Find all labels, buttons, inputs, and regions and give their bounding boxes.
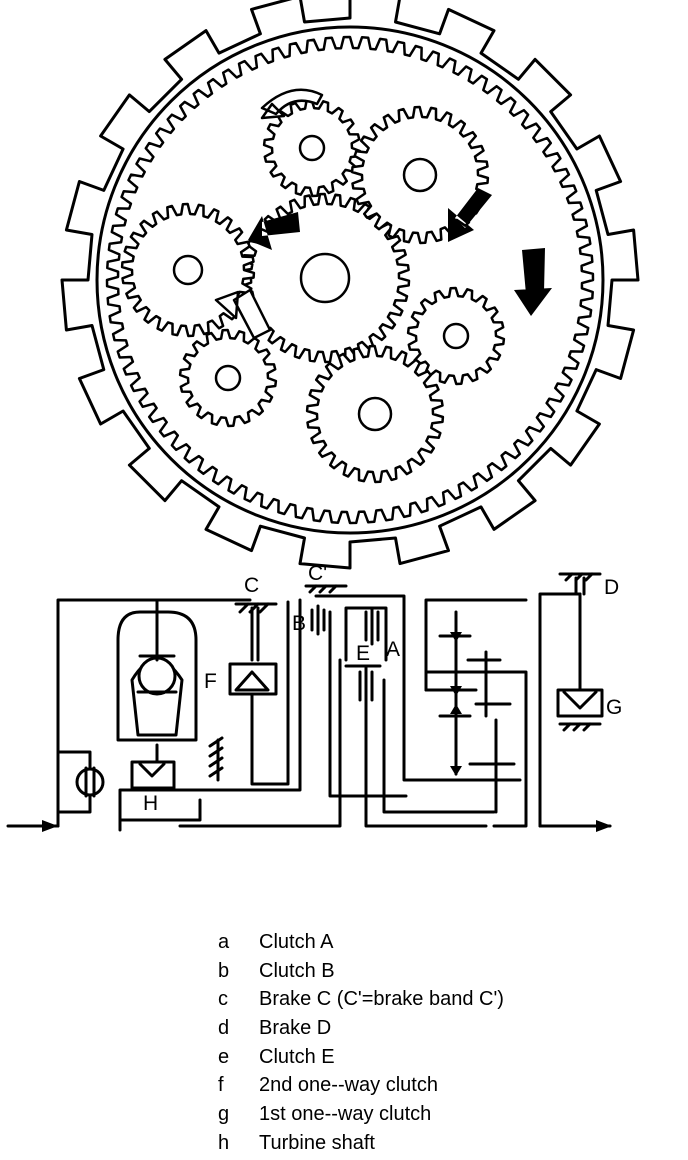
gear-hub	[298, 134, 326, 162]
one-way-clutch-icon	[562, 690, 598, 710]
legend-key: a	[218, 930, 230, 953]
legend-text: Clutch A	[259, 930, 334, 953]
legend-key: f	[218, 1074, 224, 1097]
planet-gear	[262, 98, 362, 198]
brake-ground-icon	[308, 584, 338, 594]
brake-ground-icon	[208, 736, 224, 782]
outer-toothed-ring	[60, 0, 640, 570]
converter-shell	[116, 610, 198, 742]
lockup-clutch-plates	[84, 766, 96, 798]
legend-item: b Clutch B	[218, 957, 504, 986]
label-f: F	[204, 670, 217, 693]
gear-group	[120, 98, 506, 484]
clutch-e-drum	[344, 664, 496, 828]
label-g: G	[606, 696, 622, 719]
shaft-line	[56, 750, 92, 814]
legend-key: d	[218, 1016, 230, 1039]
legend-key: c	[218, 988, 228, 1011]
legend-text: Clutch B	[259, 959, 335, 982]
one-way-clutch-icon	[234, 670, 270, 692]
rotation-arrow-icon	[448, 188, 492, 242]
rotation-arrow-icon	[260, 88, 324, 120]
planet-gear	[406, 286, 506, 386]
legend-text: Brake D	[259, 1016, 332, 1039]
ring-gear-shaft	[424, 670, 528, 828]
planetary-gear-diagram: C C' B A E F D G H	[6, 0, 640, 832]
clutch-a-plates	[364, 606, 380, 646]
brake-ground-icon	[234, 602, 278, 614]
gear-hub	[442, 322, 470, 350]
rotation-arrow-icon	[214, 288, 272, 340]
gear-hub	[172, 254, 204, 286]
legend-text: Brake C (C'=brake band C')	[259, 988, 504, 1011]
planet-gear	[305, 344, 445, 484]
label-h: H	[143, 792, 158, 815]
legend-item: a Clutch A	[218, 928, 504, 957]
clutch-a-drum	[344, 606, 388, 662]
brake-ground-icon	[558, 572, 602, 582]
legend-text: 1st one--way clutch	[259, 1102, 432, 1125]
legend-key: e	[218, 1045, 230, 1068]
shaft-line	[178, 658, 342, 828]
one-way-clutch-icon	[556, 688, 604, 718]
legend-item: c Brake C (C'=brake band C')	[218, 985, 504, 1014]
output-shaft	[538, 592, 582, 828]
planet-gear	[178, 328, 278, 428]
brake-d-plates	[574, 576, 586, 596]
legend-text: 2nd one--way clutch	[259, 1074, 438, 1097]
output-arrow-icon	[596, 820, 612, 832]
rotation-arrow-icon	[514, 248, 552, 316]
gear-hub	[214, 364, 242, 392]
clutch-b-plates	[310, 604, 326, 636]
legend-text: Clutch E	[259, 1045, 335, 1068]
brake-c-shaft	[250, 600, 290, 786]
turbine-shaft	[118, 598, 302, 832]
converter-hub	[137, 656, 177, 696]
clutch-e-plates	[358, 666, 374, 706]
legend-key: g	[218, 1102, 230, 1125]
label-c-prime: C'	[308, 562, 327, 585]
legend-item: h Turbine shaft	[218, 1129, 504, 1158]
label-c: C	[244, 574, 259, 597]
legend-text: Turbine shaft	[259, 1131, 375, 1154]
planetary-gearset-illustration	[60, 0, 640, 570]
label-d: D	[604, 576, 619, 599]
gear-hub	[357, 396, 393, 432]
gear-hub	[402, 157, 438, 193]
brake-ground-icon	[558, 722, 602, 732]
input-arrow-icon	[42, 820, 58, 832]
legend: a Clutch A b Clutch B c Brake C (C'=brak…	[218, 928, 504, 1158]
inner-ring-gear	[105, 35, 595, 525]
rotation-arrow-icon	[248, 212, 300, 250]
turbine-blade	[136, 654, 178, 694]
ring-gear-rim	[95, 25, 605, 535]
brake-c-plates	[250, 606, 260, 662]
legend-key: h	[218, 1131, 230, 1154]
legend-item: g 1st one--way clutch	[218, 1100, 504, 1129]
planet-gear-lines	[424, 634, 516, 766]
legend-key: b	[218, 959, 230, 982]
legend-item: e Clutch E	[218, 1043, 504, 1072]
clutch-b-drum	[314, 594, 522, 798]
legend-item: f 2nd one--way clutch	[218, 1071, 504, 1100]
gear-hub	[299, 252, 351, 304]
one-way-clutch-icon	[138, 762, 166, 778]
lockup-clutch	[75, 767, 105, 797]
label-b: B	[292, 612, 306, 635]
label-e: E	[356, 642, 370, 665]
label-a: A	[386, 638, 400, 661]
legend-item: d Brake D	[218, 1014, 504, 1043]
transmission-schematic: C C' B A E F D G H	[6, 562, 622, 832]
planet-gear-teeth	[450, 632, 462, 776]
